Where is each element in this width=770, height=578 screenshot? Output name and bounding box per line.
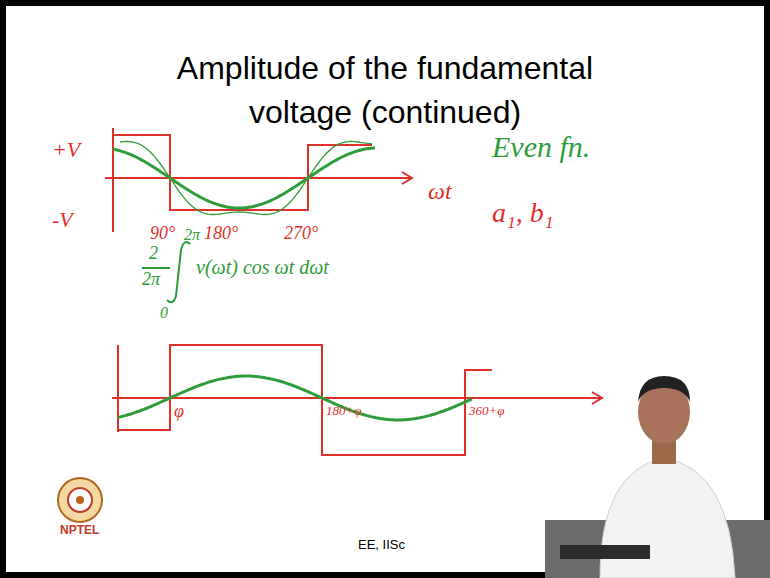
level-label: -V <box>52 208 73 232</box>
axis-label: ωt <box>428 178 452 204</box>
fundamental-curve <box>113 148 375 208</box>
logo-text: NPTEL <box>60 524 99 537</box>
angle-label: 360+φ <box>469 404 504 418</box>
angle-label: 90° <box>150 224 175 244</box>
fraction-bar <box>142 267 170 269</box>
axis-1 <box>105 172 412 184</box>
axis-2 <box>112 392 602 404</box>
angle-label: φ <box>174 402 184 422</box>
level-label: +V <box>52 138 80 162</box>
formula-part: 0 <box>160 304 168 322</box>
angle-label: 180+φ <box>326 404 361 418</box>
note-text: Even fn. <box>492 130 590 163</box>
slide-title: Amplitude of the fundamental voltage (co… <box>150 46 620 134</box>
fundamental-curve <box>118 376 472 420</box>
formula-part: v(ωt) cos ωt dωt <box>196 256 329 278</box>
presenter-figure <box>545 376 770 578</box>
coefficient-label: a₁, b₁ <box>492 198 553 229</box>
formula-part: 2π <box>142 270 160 290</box>
footer-text: EE, IISc <box>358 538 405 552</box>
angle-label: 270° <box>284 224 318 244</box>
formula-part: 2π <box>184 226 200 244</box>
harmonic-curve <box>120 142 372 215</box>
square-wave-1 <box>113 128 372 232</box>
angle-label: 180° <box>204 224 238 244</box>
square-wave-2 <box>118 345 492 455</box>
nptel-logo <box>58 478 102 522</box>
integral-sign <box>167 242 190 302</box>
formula-part: 2 <box>149 244 158 264</box>
